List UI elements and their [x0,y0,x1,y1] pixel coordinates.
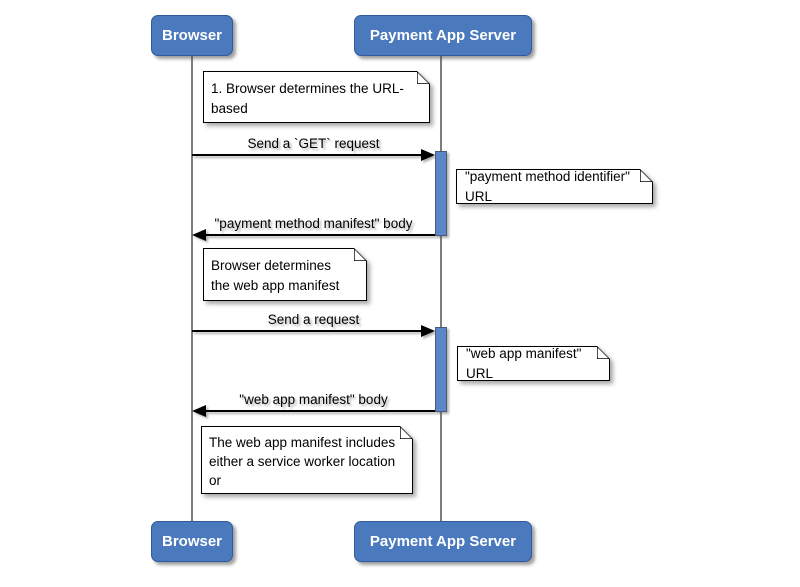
folded-corner-icon [640,169,653,182]
note-determine-manifest-body: Browser determines the web app manifest … [203,248,367,301]
message-send-get-request-label: Send a `GET` request [247,136,380,151]
message-line [192,154,422,156]
folded-corner-icon [417,71,430,84]
note-step1-body: 1. Browser determines the URL-based paym… [203,71,430,123]
arrowhead-right-icon [421,325,435,337]
folded-corner-icon [400,426,413,439]
actor-payment-app-server-bottom: Payment App Server [354,521,532,562]
message-line [192,330,422,332]
message-line [205,234,435,236]
arrowhead-left-icon [192,229,206,241]
note-manifest-contents-text: The web app manifest includes either a s… [209,435,396,507]
note-step1-text: 1. Browser determines the URL-based paym… [211,81,404,136]
message-web-app-manifest-body-label: "web app manifest" body [239,392,388,407]
message-send-request: Send a request [192,310,435,337]
note-web-app-manifest-url-body: "web app manifest" URL [457,346,610,381]
arrowhead-right-icon [421,149,435,161]
note-manifest-contents-body: The web app manifest includes either a s… [201,426,413,494]
note-determine-manifest: Browser determines the web app manifest … [203,248,367,301]
message-web-app-manifest-body: "web app manifest" body [192,390,435,417]
actor-browser-bottom: Browser [151,521,233,562]
actor-payment-app-server-top: Payment App Server [354,15,532,56]
note-web-app-manifest-url: "web app manifest" URL [457,346,610,381]
actor-browser-top-label: Browser [161,27,223,44]
lifeline-payment-app-server [440,56,442,522]
actor-browser-bottom-label: Browser [161,533,223,550]
actor-payment-app-server-top-label: Payment App Server [369,27,517,44]
message-send-request-label: Send a request [267,312,360,327]
note-determine-manifest-text: Browser determines the web app manifest … [211,258,340,313]
actor-payment-app-server-bottom-label: Payment App Server [369,533,517,550]
message-payment-method-manifest-body-label: "payment method manifest" body [214,216,413,231]
message-send-get-request: Send a `GET` request [192,134,435,161]
note-step1: 1. Browser determines the URL-based paym… [203,71,430,123]
activation-bar-1 [435,151,447,236]
actor-browser-top: Browser [151,15,233,56]
note-payment-method-identifier-url-text: "payment method identifier" URL [465,168,630,204]
arrowhead-left-icon [192,405,206,417]
note-manifest-contents: The web app manifest includes either a s… [201,426,413,494]
message-line [205,410,435,412]
folded-corner-icon [354,248,367,261]
note-payment-method-identifier-url: "payment method identifier" URL [456,169,653,204]
message-payment-method-manifest-body: "payment method manifest" body [192,214,435,241]
note-web-app-manifest-url-text: "web app manifest" URL [466,345,582,381]
folded-corner-icon [597,346,610,359]
note-payment-method-identifier-url-body: "payment method identifier" URL [456,169,653,204]
activation-bar-2 [435,327,447,412]
lifeline-browser [191,56,193,522]
